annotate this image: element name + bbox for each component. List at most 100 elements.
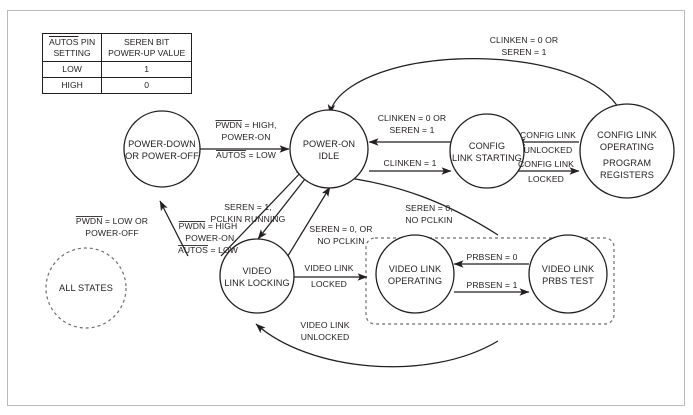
lbl-2-over3: AUTOS xyxy=(178,245,208,255)
config-link-operating-label-line4: REGISTERS xyxy=(600,170,654,180)
video-link-operating-circle xyxy=(375,234,455,314)
seren-line1-text: SEREN BIT xyxy=(124,37,170,47)
lbl-10-line1: CLINKEN = 1 xyxy=(384,158,437,168)
edge-label-allstates-powerdown: PWDN = LOW OR POWER-OFF xyxy=(76,216,148,238)
video-link-locking-circle xyxy=(219,238,295,314)
config-link-starting-circle xyxy=(449,113,525,189)
lbl-4-line2: PCLKIN RUNNING xyxy=(211,214,286,224)
lbl-11-line1: CONFIG LINK xyxy=(520,130,576,140)
lbl-6-line1: VIDEO LINK xyxy=(304,263,353,273)
edge-label-prbs-operating: PRBSEN = 0 xyxy=(467,252,518,262)
svg-text:AUTOS = LOW: AUTOS = LOW xyxy=(216,150,277,160)
edge-label-videolocking-poweronidle: SEREN = 0, OR NO PCLKIN xyxy=(309,224,372,246)
lbl-12-line2: LOCKED xyxy=(528,174,564,184)
edge-label-powerdown-poweronidle: PWDN = HIGH, POWER-ON AUTOS = LOW xyxy=(215,120,276,160)
lbl-5-line1: SEREN = 0, OR xyxy=(309,224,372,234)
lbl-13-line1: CLINKEN = 0 OR xyxy=(490,35,559,45)
svg-text:PWDN = HIGH: PWDN = HIGH xyxy=(179,221,238,231)
autos-overline-text: AUTOS xyxy=(49,37,79,47)
autos-rest-text: PIN xyxy=(78,37,96,47)
lbl-15-line1: PRBSEN = 1 xyxy=(467,280,518,290)
lbl-2-rest3: = LOW xyxy=(208,245,239,255)
state-node-video-link-operating[interactable]: VIDEO LINK OPERATING xyxy=(375,234,455,314)
config-link-operating-label-line1: CONFIG LINK xyxy=(597,130,658,140)
lbl-7-line2: UNLOCKED xyxy=(301,332,350,342)
all-states-label: ALL STATES xyxy=(59,283,113,293)
state-node-video-link-locking[interactable]: VIDEO LINK LOCKING xyxy=(219,238,295,314)
edge-label-poweronidle-configstarting: CLINKEN = 1 xyxy=(384,158,437,168)
config-link-starting-label-line2: LINK STARTING xyxy=(452,153,522,163)
edge-label-configoperating-poweronidle: CLINKEN = 0 OR SEREN = 1 xyxy=(490,35,559,57)
video-link-group-box xyxy=(365,237,615,325)
config-link-operating-circle xyxy=(579,103,675,199)
edge-allstates-poweronidle xyxy=(220,167,306,257)
state-node-config-link-operating[interactable]: CONFIG LINK OPERATING PROGRAM REGISTERS xyxy=(579,103,675,199)
power-on-idle-label-line1: POWER-ON xyxy=(303,139,355,149)
svg-text:PWDN = HIGH,: PWDN = HIGH, xyxy=(215,120,276,130)
lbl-1-rest: = LOW OR xyxy=(103,216,149,226)
edge-label-operating-prbs: PRBSEN = 1 xyxy=(467,280,518,290)
config-link-starting-label-line1: CONFIG xyxy=(469,141,505,151)
lbl-12-line1: CONFIG LINK xyxy=(518,159,574,169)
lbl-1-line2: POWER-OFF xyxy=(85,228,138,238)
lbl-3-rest3: = LOW xyxy=(246,150,277,160)
edge-videolocking-poweronidle xyxy=(285,186,331,260)
lbl-2-line2: POWER-ON, xyxy=(185,233,237,243)
lbl-14-line1: PRBSEN = 0 xyxy=(467,252,518,262)
video-link-prbs-test-label-line1: VIDEO LINK xyxy=(542,264,595,274)
autos-seren-table: AUTOS PIN SETTING SEREN BIT POWER-UP VAL… xyxy=(41,32,193,94)
config-link-operating-label-line3: PROGRAM xyxy=(603,158,651,168)
state-node-power-on-idle[interactable]: POWER-ON IDLE xyxy=(289,109,369,189)
lbl-8-line1: SEREN = 0, xyxy=(405,203,453,213)
lbl-6-line2: LOCKED xyxy=(311,279,347,289)
video-link-prbs-test-circle xyxy=(528,234,608,314)
lbl-1-over: PWDN xyxy=(76,216,103,226)
edge-label-allstates-poweronidle: PWDN = HIGH POWER-ON, AUTOS = LOW xyxy=(178,221,239,255)
svg-text:PWDN = LOW OR: PWDN = LOW OR xyxy=(76,216,148,226)
lbl-11-line2: UNLOCKED xyxy=(524,145,573,155)
edge-label-videooperating-videolocking: VIDEO LINK UNLOCKED xyxy=(300,320,349,342)
config-link-operating-label-line2: OPERATING xyxy=(600,142,654,152)
edge-poweronidle-videolocking xyxy=(257,178,306,240)
lbl-5-line2: NO PCLKIN xyxy=(317,236,364,246)
state-node-video-link-prbs-test[interactable]: VIDEO LINK PRBS TEST xyxy=(528,234,608,314)
lbl-3-rest1: = HIGH, xyxy=(242,120,276,130)
edge-label-configoperating-configstarting: CONFIG LINK UNLOCKED xyxy=(520,130,576,155)
svg-text:AUTOS = LOW: AUTOS = LOW xyxy=(178,245,239,255)
power-on-idle-circle xyxy=(289,109,369,189)
power-down-label-line1: POWER-DOWN xyxy=(128,139,196,149)
autos-line2-text: SETTING xyxy=(53,47,91,58)
video-link-locking-label-line2: LINK LOCKING xyxy=(224,278,290,288)
table-header-row: AUTOS PIN SETTING SEREN BIT POWER-UP VAL… xyxy=(41,32,193,63)
edge-configoperating-poweronidle xyxy=(327,58,619,115)
video-link-prbs-test-label-line2: PRBS TEST xyxy=(542,276,594,286)
table-header-seren: SEREN BIT POWER-UP VALUE xyxy=(101,32,193,63)
edge-videooperating-videolocking xyxy=(255,323,499,368)
lbl-9-line2: SEREN = 1 xyxy=(389,125,434,135)
lbl-3-line2: POWER-ON xyxy=(221,132,270,142)
edge-allstates-powerdown xyxy=(159,200,189,257)
lbl-2-over1: PWDN xyxy=(179,221,206,231)
edge-label-videolocking-videooperating: VIDEO LINK LOCKED xyxy=(304,263,353,289)
power-on-idle-label-line2: IDLE xyxy=(319,151,340,161)
lbl-4-line1: SEREN = 1, xyxy=(224,202,272,212)
state-node-config-link-starting[interactable]: CONFIG LINK STARTING xyxy=(449,113,525,189)
edge-label-poweronidle-videolocking: SEREN = 1, PCLKIN RUNNING xyxy=(211,202,286,224)
lbl-3-over3: AUTOS xyxy=(216,150,246,160)
lbl-7-line1: VIDEO LINK xyxy=(300,320,349,330)
video-link-operating-label-line1: VIDEO LINK xyxy=(389,264,442,274)
lbl-8-line2: NO PCLKIN xyxy=(405,215,452,225)
edge-label-videobox-poweronidle: SEREN = 0, NO PCLKIN xyxy=(405,203,453,225)
edge-videobox-poweronidle xyxy=(332,173,499,236)
lbl-3-over1: PWDN xyxy=(215,120,242,130)
all-states-circle xyxy=(45,247,127,329)
figure-frame: AUTOS PIN SETTING SEREN BIT POWER-UP VAL… xyxy=(7,10,685,406)
power-down-circle xyxy=(123,110,201,188)
state-node-power-down[interactable]: POWER-DOWN OR POWER-OFF xyxy=(123,110,201,188)
state-node-all-states[interactable]: ALL STATES xyxy=(45,247,127,329)
state-diagram-svg: ALL STATES POWER-DOWN OR POWER-OFF POWER… xyxy=(45,35,675,368)
video-link-locking-label-line1: VIDEO xyxy=(242,266,271,276)
video-link-operating-label-line2: OPERATING xyxy=(388,276,442,286)
power-down-label-line2: OR POWER-OFF xyxy=(125,151,199,161)
